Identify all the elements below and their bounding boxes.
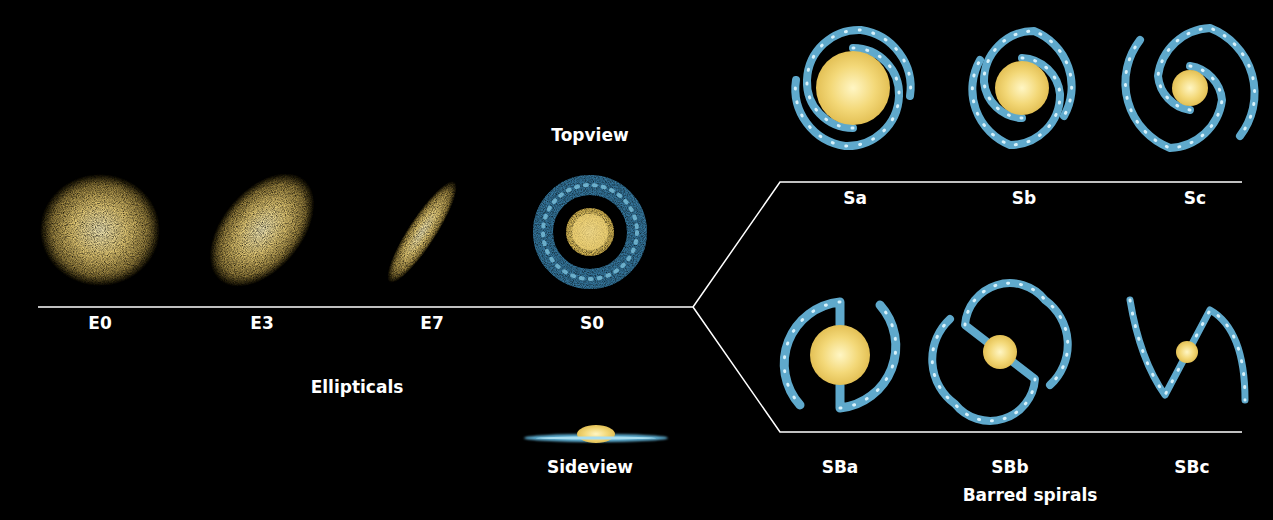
e7-galaxy	[378, 174, 467, 290]
sb-core	[995, 61, 1049, 115]
s0-ring-speckle	[543, 185, 637, 279]
sba-core	[810, 325, 870, 385]
sbc-core	[1176, 341, 1198, 363]
galaxy-class-label: E0	[88, 314, 111, 333]
sc-galaxy	[1125, 28, 1254, 148]
arm-knots	[932, 283, 1067, 421]
fork-lines	[38, 182, 1242, 432]
galaxy-class-label: SBa	[822, 458, 859, 477]
group-label: Barred spirals	[963, 486, 1098, 505]
sa-core	[816, 51, 890, 125]
elliptical-galaxies	[40, 154, 466, 307]
galaxy-class-label: S0	[580, 314, 604, 333]
view-label: Topview	[551, 126, 628, 145]
spiral-arm	[1125, 40, 1222, 148]
s0-ring	[543, 185, 637, 279]
sba-galaxy	[784, 302, 896, 408]
barred-arm	[1130, 300, 1245, 400]
spiral-arm	[984, 31, 1072, 118]
galaxy-class-label: Sb	[1012, 189, 1036, 208]
sa-galaxy	[795, 30, 910, 146]
s0-topview-galaxy	[543, 185, 637, 279]
galaxy-class-label: Sc	[1184, 189, 1206, 208]
galaxy-class-label: E3	[250, 314, 273, 333]
spiral-arm	[1158, 28, 1255, 136]
sbc-galaxy	[1130, 300, 1245, 400]
arm-knots	[1125, 28, 1254, 148]
galaxy-class-label: SBb	[991, 458, 1028, 477]
galaxy-class-label: E7	[420, 314, 443, 333]
sbb-galaxy	[932, 283, 1067, 421]
galaxy-class-label: SBc	[1174, 458, 1209, 477]
barred-arm	[932, 319, 1035, 421]
sc-core	[1172, 70, 1208, 106]
arm-knots	[795, 30, 910, 146]
arm-knots	[972, 31, 1071, 145]
s0-core	[566, 208, 614, 256]
arm-knots	[1130, 300, 1245, 400]
e0-galaxy	[40, 174, 160, 286]
sb-galaxy	[972, 31, 1071, 145]
s0-core-fill	[572, 214, 608, 250]
upper-branch-line	[693, 182, 1242, 307]
barred-arm	[965, 283, 1068, 385]
view-label: Sideview	[547, 458, 633, 477]
e3-galaxy	[189, 154, 335, 307]
stem-line	[38, 306, 693, 308]
s0-sideview-galaxy	[524, 425, 668, 443]
s0-side-disk-highlight	[536, 437, 656, 440]
spiral-galaxies	[784, 28, 1254, 421]
galaxy-class-label: Sa	[843, 189, 867, 208]
s0-side-bulge	[577, 425, 615, 443]
group-label: Ellipticals	[311, 378, 404, 397]
sbb-core	[983, 335, 1017, 369]
arm-knots	[784, 302, 896, 408]
